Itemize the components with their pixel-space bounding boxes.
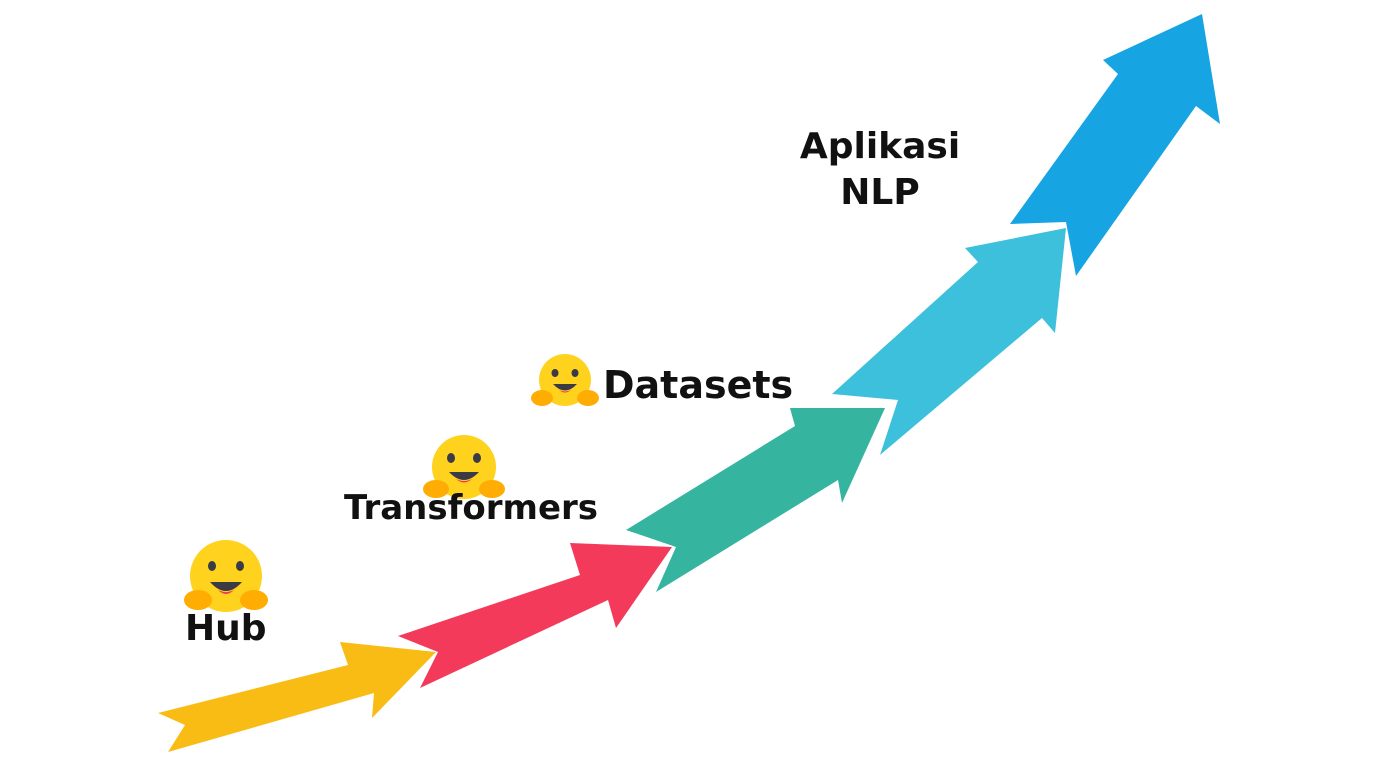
label-hub: Hub — [185, 608, 267, 649]
hugging-face-icon — [423, 435, 505, 499]
hugging-face-icon — [184, 540, 268, 612]
label-aplikasi-nlp: Aplikasi NLP — [780, 124, 980, 216]
label-aplikasi-line2: NLP — [840, 172, 920, 213]
arrow-transformers — [398, 543, 672, 688]
arrow-hub — [158, 642, 436, 752]
label-aplikasi-line1: Aplikasi — [799, 126, 961, 167]
arrow-datasets — [626, 408, 885, 592]
label-transformers: Transformers — [344, 488, 599, 528]
label-datasets: Datasets — [603, 363, 794, 407]
arrow-top — [1010, 14, 1220, 276]
hugging-face-icon — [531, 354, 599, 406]
arrow-nlp — [832, 228, 1066, 455]
